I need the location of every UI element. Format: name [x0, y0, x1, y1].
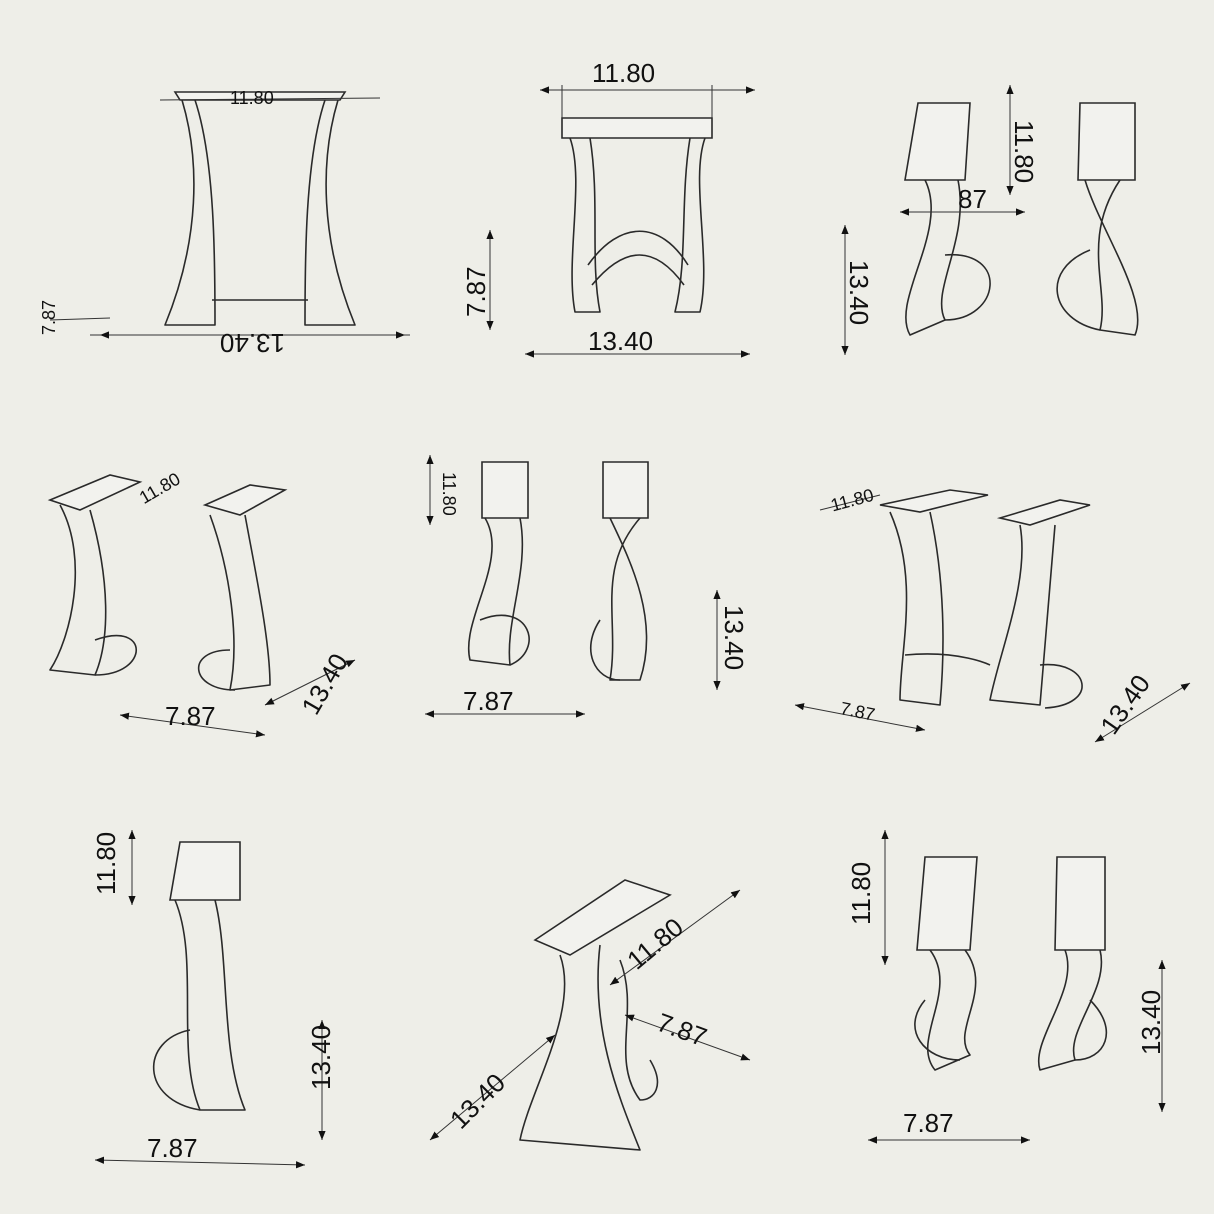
dim-depth: 7.87	[463, 686, 514, 716]
dim-plate: 11.80	[1009, 120, 1039, 183]
panel-iso-pair-1: 11.80 87 13.40	[841, 85, 1139, 355]
dim-plate: 11.80	[846, 862, 876, 925]
dim-plate: 11.80	[621, 912, 689, 976]
dim-height: 7.87	[461, 266, 491, 317]
dim-width-top: 11.80	[230, 88, 274, 108]
dim-depth: 7.87	[165, 701, 216, 731]
dim-depth: 7.87	[147, 1133, 198, 1163]
dim-depth: 7.87	[653, 1007, 711, 1053]
dim-depth: 7.87	[838, 698, 876, 725]
dim-width-bottom: 13.40	[588, 326, 653, 356]
panel-iso-pair-4: 11.80 7.87 13.40	[794, 485, 1191, 743]
dim-height: 13.40	[719, 605, 749, 670]
dim-plate: 11.80	[91, 832, 121, 895]
dim-height: 13.40	[295, 648, 354, 719]
dim-depth: 7.87	[39, 300, 59, 335]
dim-plate: 11.80	[439, 472, 459, 516]
panel-side-view: 11.80 7.87 13.40	[461, 58, 755, 358]
dim-width-bottom: 13.40	[220, 328, 285, 358]
dim-height: 13.40	[1094, 669, 1156, 740]
panel-single-leg: 11.80 13.40 7.87	[91, 830, 336, 1169]
dim-plate: 11.80	[136, 469, 184, 508]
panel-front-view: 11.80 13.40 7.87	[39, 88, 410, 358]
dim-height: 13.40	[1136, 990, 1166, 1055]
panel-iso-pair-3: 11.80 13.40 7.87	[425, 455, 749, 718]
dim-height: 13.40	[306, 1025, 336, 1090]
panel-iso-pair-5: 13.40 7.87 11.80	[429, 879, 751, 1151]
dim-depth: 7.87	[903, 1108, 954, 1138]
panel-iso-pair-6: 11.80 13.40 7.87	[846, 830, 1166, 1144]
dim-height: 13.40	[844, 260, 874, 325]
dim-depth: 87	[958, 184, 987, 214]
dim-plate: 11.80	[828, 485, 875, 516]
dim-width-top: 11.80	[592, 58, 655, 88]
dim-height: 13.40	[444, 1067, 511, 1134]
panel-iso-pair-2: 11.80 7.87 13.40	[47, 469, 356, 738]
